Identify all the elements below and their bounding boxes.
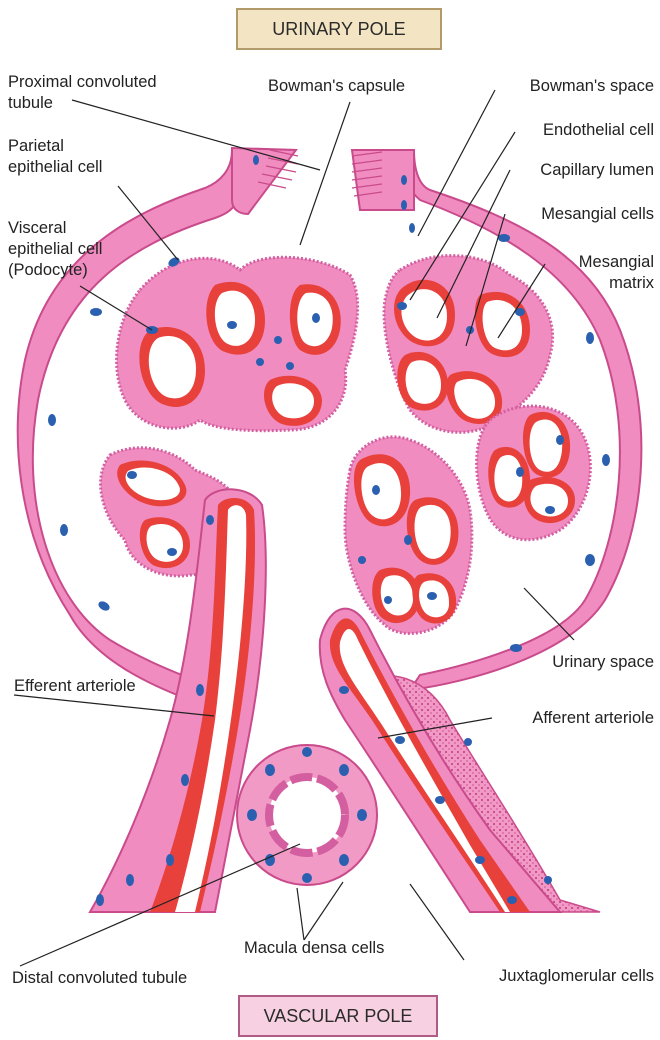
label-macula-densa-cells: Macula densa cells	[244, 938, 384, 959]
label-bowmans-space: Bowman's space	[530, 76, 654, 97]
label-parietal-epithelial-cell: Parietal epithelial cell	[8, 136, 102, 178]
label-bowmans-capsule: Bowman's capsule	[268, 76, 405, 97]
label-afferent-arteriole: Afferent arteriole	[532, 708, 654, 729]
label-juxtaglomerular-cells: Juxtaglomerular cells	[499, 966, 654, 987]
dct-lumen	[269, 777, 345, 853]
label-endothelial-cell: Endothelial cell	[543, 120, 654, 141]
pct-left-stub	[232, 148, 296, 214]
label-capillary-lumen: Capillary lumen	[540, 160, 654, 181]
label-proximal-convoluted-tubule: Proximal convoluted tubule	[8, 72, 157, 114]
label-urinary-space: Urinary space	[552, 652, 654, 673]
capillary-lobule-upper-left	[117, 257, 358, 430]
label-distal-convoluted-tubule: Distal convoluted tubule	[12, 968, 187, 989]
label-mesangial-matrix: Mesangial matrix	[579, 252, 654, 294]
label-efferent-arteriole: Efferent arteriole	[14, 676, 136, 697]
capillary-lobule-right	[477, 406, 591, 540]
vascular-pole-box: VASCULAR POLE	[238, 995, 438, 1037]
label-visceral-epithelial-cell: Visceral epithelial cell (Podocyte)	[8, 218, 102, 281]
label-mesangial-cells: Mesangial cells	[541, 204, 654, 225]
urinary-pole-box: URINARY POLE	[236, 8, 442, 50]
